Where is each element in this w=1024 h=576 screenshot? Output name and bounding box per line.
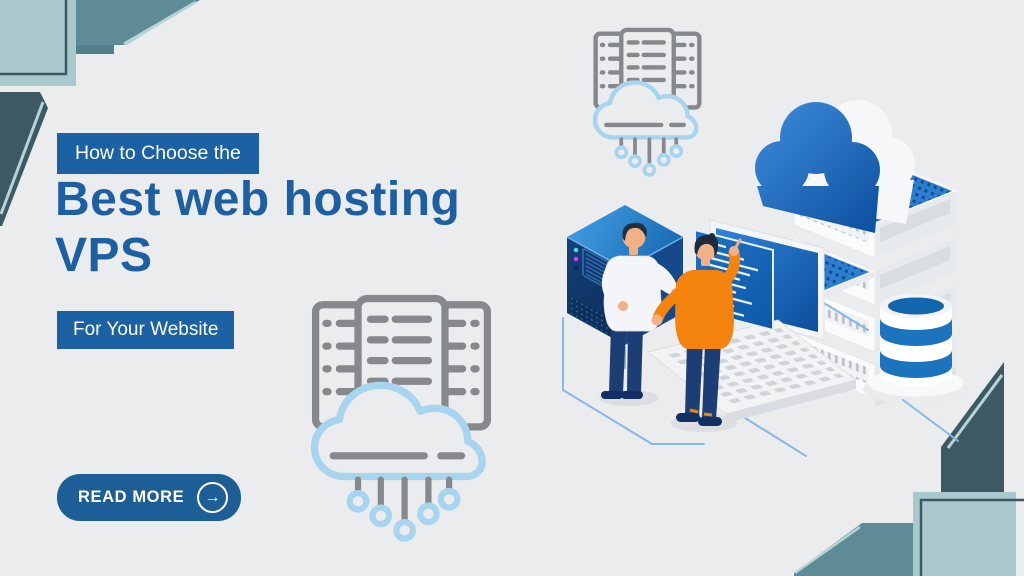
eyebrow-badge: How to Choose the xyxy=(57,133,259,174)
subtitle-badge: For Your Website xyxy=(57,311,235,349)
read-more-button[interactable]: READ MORE → xyxy=(57,474,242,521)
database-cylinder xyxy=(863,294,969,404)
headline-line2: VPS xyxy=(55,228,153,282)
read-more-label: READ MORE xyxy=(78,488,185,506)
headline: Best web hosting VPS xyxy=(55,172,460,283)
person-right xyxy=(651,233,742,426)
isometric-illustration xyxy=(562,100,969,457)
cloud-3d-blue xyxy=(755,102,880,233)
person-left xyxy=(601,222,681,399)
headline-line1: Best web hosting xyxy=(55,173,461,226)
arrow-right-icon: → xyxy=(197,482,229,513)
corner-decoration-bottom-right xyxy=(794,362,1024,576)
cloud-server-icon-large xyxy=(298,290,505,544)
corner-decoration-top-left xyxy=(0,0,200,226)
